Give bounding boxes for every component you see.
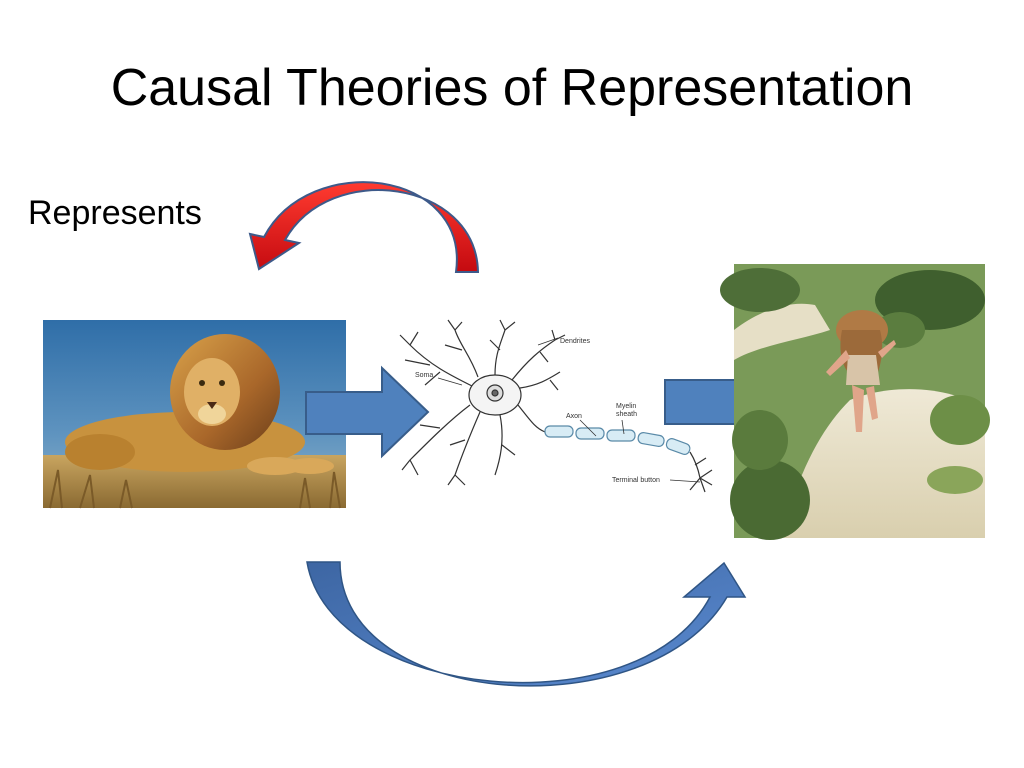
- neuron-diagram: [399, 319, 713, 493]
- label-myelin-1: Myelin: [616, 403, 636, 410]
- label-myelin-2: sheath: [616, 411, 637, 418]
- running-person-photo: [720, 264, 990, 540]
- lion-photo: [43, 320, 346, 509]
- label-soma: Soma: [415, 372, 433, 379]
- blue-arrow-lion-to-neuron: [305, 365, 430, 459]
- blue-curved-arrow: [306, 561, 747, 687]
- label-terminal: Terminal button: [612, 477, 660, 484]
- label-dendrites: Dendrites: [560, 338, 590, 345]
- red-curved-arrow: [248, 181, 480, 273]
- neuron-labels: Dendrites Soma Axon Myelin sheath Termin…: [415, 338, 660, 484]
- represents-label: Represents: [28, 194, 202, 232]
- slide-title: Causal Theories of Representation: [110, 59, 914, 117]
- label-axon: Axon: [566, 413, 582, 420]
